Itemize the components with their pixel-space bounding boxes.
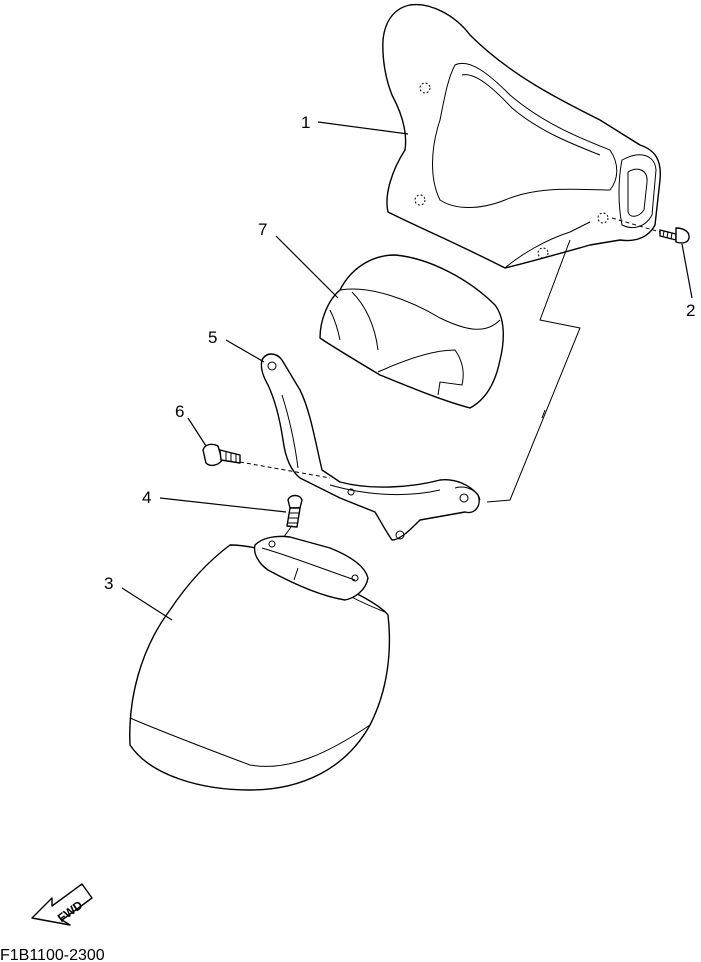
- bracket-part-5: [260, 353, 481, 541]
- lower-cover-part-3: [129, 535, 391, 791]
- leader-7: [275, 235, 339, 299]
- leader-5: [225, 339, 265, 363]
- meter-panel-part-7: [319, 254, 504, 409]
- leader-2: [681, 243, 693, 299]
- leader-lines: [121, 121, 693, 621]
- screw-part-4: [275, 494, 303, 549]
- callout-1: 1: [301, 113, 310, 132]
- callout-7: 7: [258, 220, 267, 239]
- callout-4: 4: [142, 488, 151, 507]
- leader-3: [121, 587, 173, 621]
- handlebar-cover-part-1: [382, 3, 662, 269]
- callout-3: 3: [104, 574, 113, 593]
- screw-part-2: [611, 217, 690, 244]
- callout-6: 6: [175, 402, 184, 421]
- callout-5: 5: [208, 328, 217, 347]
- callout-2: 2: [686, 301, 695, 320]
- leader-1: [317, 121, 409, 135]
- fwd-arrow-icon: FWD: [31, 883, 93, 926]
- figure-code: F1B1100-2300: [0, 947, 105, 962]
- leader-6: [187, 417, 207, 447]
- leader-4: [159, 497, 287, 513]
